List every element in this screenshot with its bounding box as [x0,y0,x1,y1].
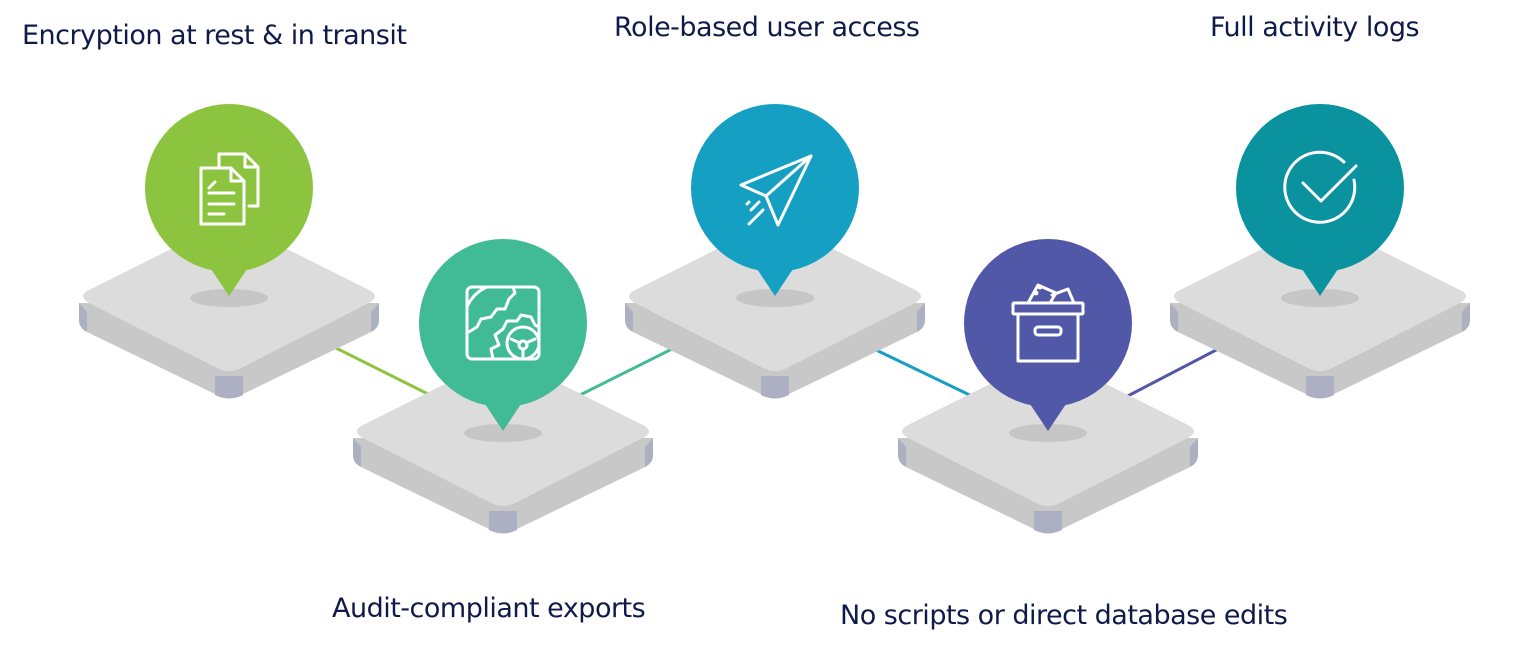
step-3-label: Role-based user access [614,12,920,43]
map-gear-icon [465,285,541,361]
check-circle-icon [1283,150,1358,224]
step-2-label: Audit-compliant exports [332,593,646,624]
documents-icon [199,152,260,226]
pin-2 [419,239,587,431]
pin-1 [145,104,313,296]
archive-box-icon [1011,283,1085,363]
step-5-label: Full activity logs [1210,12,1420,43]
paper-plane-icon [739,154,813,227]
pin-5 [1236,104,1404,296]
pin-3 [691,104,859,296]
pin-4 [964,239,1132,431]
step-4-label: No scripts or direct database edits [840,600,1288,631]
step-1-label: Encryption at rest & in transit [22,20,407,51]
